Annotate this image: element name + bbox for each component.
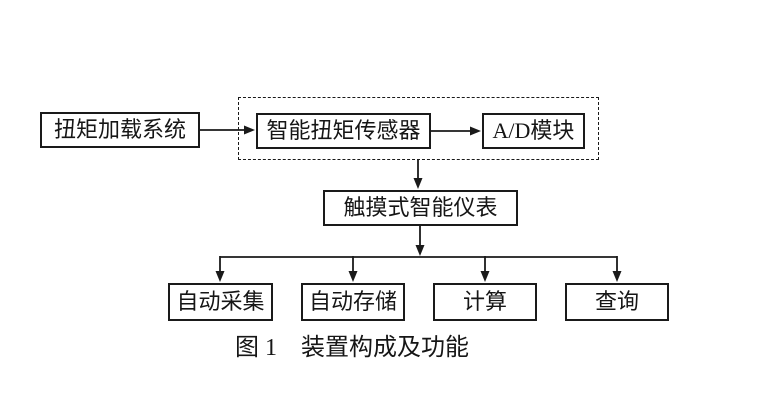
node-auto-collect: 自动采集 (168, 283, 273, 321)
arrow-group-to-instrument (413, 160, 423, 189)
node-calculate: 计算 (433, 283, 537, 321)
arrow-branch-to-query (612, 256, 622, 282)
arrow-instrument-to-branch (415, 226, 425, 256)
arrow-branch-to-store (348, 256, 358, 282)
node-smart-torque-sensor: 智能扭矩传感器 (256, 113, 431, 149)
node-touch-smart-instrument: 触摸式智能仪表 (323, 190, 518, 226)
dashed-group-frame (238, 97, 599, 160)
node-torque-loading-system: 扭矩加载系统 (40, 112, 200, 148)
node-auto-store: 自动存储 (301, 283, 405, 321)
arrow-branch-to-calculate (480, 256, 490, 282)
arrow-branch-to-collect (215, 256, 225, 282)
node-ad-module: A/D模块 (482, 113, 585, 149)
node-query: 查询 (565, 283, 669, 321)
figure-caption: 图 1 装置构成及功能 (235, 335, 469, 361)
